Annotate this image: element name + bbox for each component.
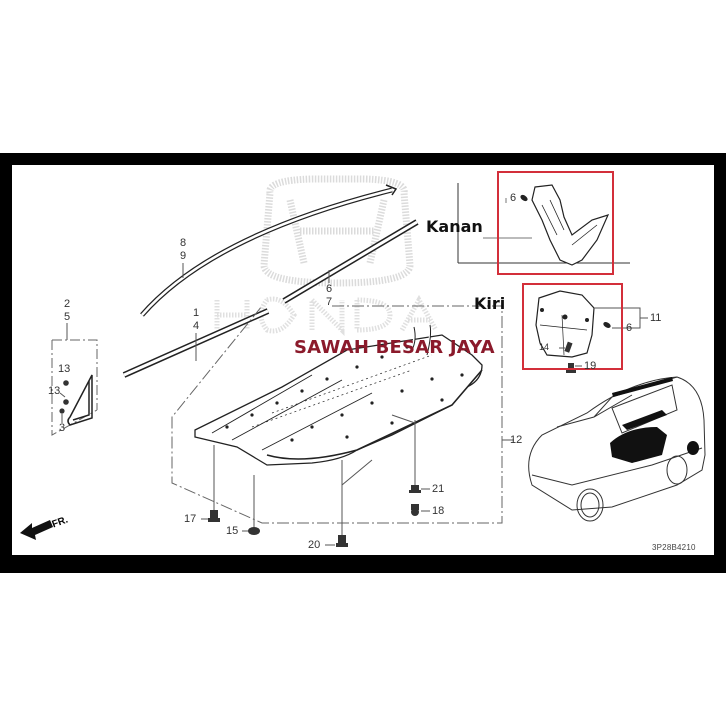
callout-19: 19 <box>584 360 597 372</box>
callout-20: 20 <box>308 539 321 551</box>
callout-18: 18 <box>432 505 445 517</box>
corner-trim-2-5 <box>67 374 93 426</box>
callout-12: 12 <box>510 434 523 446</box>
under-cover-group-box <box>171 305 503 524</box>
under-cover-mount-holes <box>225 345 464 442</box>
engine-under-cover-12 <box>194 324 483 466</box>
door-molding-6-7 <box>282 219 419 304</box>
callout-21: 21 <box>432 483 445 495</box>
bolt-20 <box>336 535 348 547</box>
nut-15 <box>248 527 260 535</box>
clips-13-3 <box>59 380 69 414</box>
clip-21 <box>409 485 421 493</box>
callout-14: 14 <box>539 342 550 352</box>
callout-13-upper: 13 <box>58 363 71 375</box>
label-kanan: Kanan <box>426 217 483 236</box>
bolt-18 <box>411 504 419 516</box>
right-splash-guard-frame <box>457 183 630 264</box>
callout-13-lower: 13 <box>48 385 61 397</box>
callout-6-kiri: 6 <box>626 322 633 334</box>
clip-6-kanan <box>520 194 528 202</box>
bolt-17 <box>208 510 220 522</box>
parts-diagram-drawing <box>20 175 706 547</box>
callout-11: 11 <box>650 312 662 324</box>
front-direction-arrow-icon <box>20 520 53 540</box>
highlight-box-kanan <box>497 171 614 275</box>
highlight-box-kiri <box>522 283 623 370</box>
car-locator-illustration <box>528 376 706 522</box>
honda-logo-watermark <box>260 175 414 287</box>
callout-6-kanan: 6 <box>510 192 517 204</box>
figure-code: 3P28B4210 <box>652 543 696 552</box>
store-name-watermark: SAWAH BESAR JAYA <box>294 337 495 358</box>
callout-17: 17 <box>184 513 197 525</box>
clip-14 <box>564 341 573 353</box>
right-splash-guard-part <box>531 184 610 266</box>
label-kiri: Kiri <box>474 294 506 313</box>
bolt-19 <box>566 363 576 373</box>
left-splash-guard-part <box>535 290 595 358</box>
honda-wordmark-watermark <box>214 293 439 337</box>
roof-molding-8-9 <box>140 184 398 317</box>
callout-15: 15 <box>226 525 239 537</box>
corner-trim-group-box <box>51 339 98 436</box>
callout-3: 3 <box>59 422 66 434</box>
car-locator-highlight <box>610 377 699 463</box>
